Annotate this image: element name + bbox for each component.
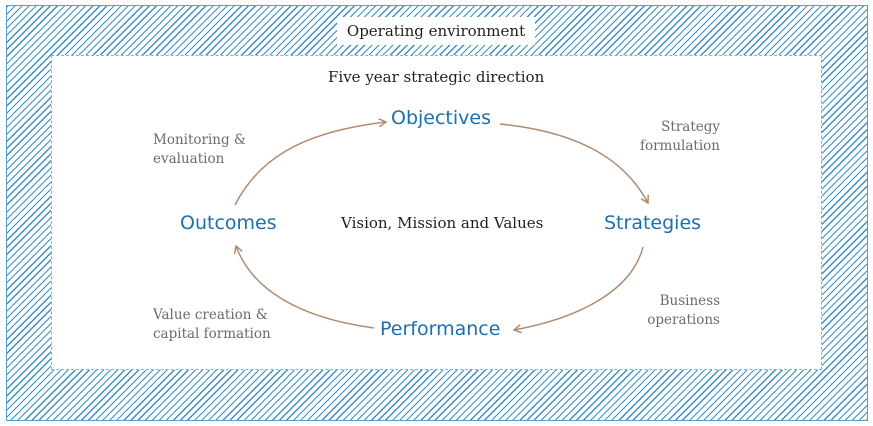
arrow-strategies-to-performance (512, 246, 644, 334)
node-outcomes: Outcomes (180, 212, 277, 234)
label-strategy-formulation-line1: Strategy (661, 119, 720, 135)
label-value-creation-line1: Value creation & (153, 307, 268, 323)
label-value-creation-line2: capital formation (153, 326, 271, 342)
label-monitoring-evaluation: Monitoring & evaluation (153, 131, 246, 169)
arrow-performance-to-outcomes (233, 244, 375, 329)
node-performance: Performance (380, 318, 501, 340)
label-strategy-formulation: Strategy formulation (600, 118, 720, 156)
label-monitoring-line2: evaluation (153, 151, 225, 167)
node-objectives: Objectives (391, 107, 491, 129)
arrow-objectives-to-strategies (499, 123, 649, 205)
label-business-operations-line2: operations (647, 312, 720, 328)
label-strategy-formulation-line2: formulation (639, 138, 720, 154)
operating-environment-label: Operating environment (337, 17, 535, 45)
strategic-direction-panel (51, 55, 822, 370)
five-year-direction-title: Five year strategic direction (328, 68, 545, 86)
label-business-operations: Business operations (600, 292, 720, 330)
label-monitoring-line1: Monitoring & (153, 132, 246, 148)
vision-mission-values: Vision, Mission and Values (341, 214, 544, 232)
arrow-outcomes-to-objectives (234, 118, 388, 206)
label-business-operations-line1: Business (659, 293, 720, 309)
node-strategies: Strategies (604, 212, 702, 234)
label-value-creation: Value creation & capital formation (153, 306, 271, 344)
